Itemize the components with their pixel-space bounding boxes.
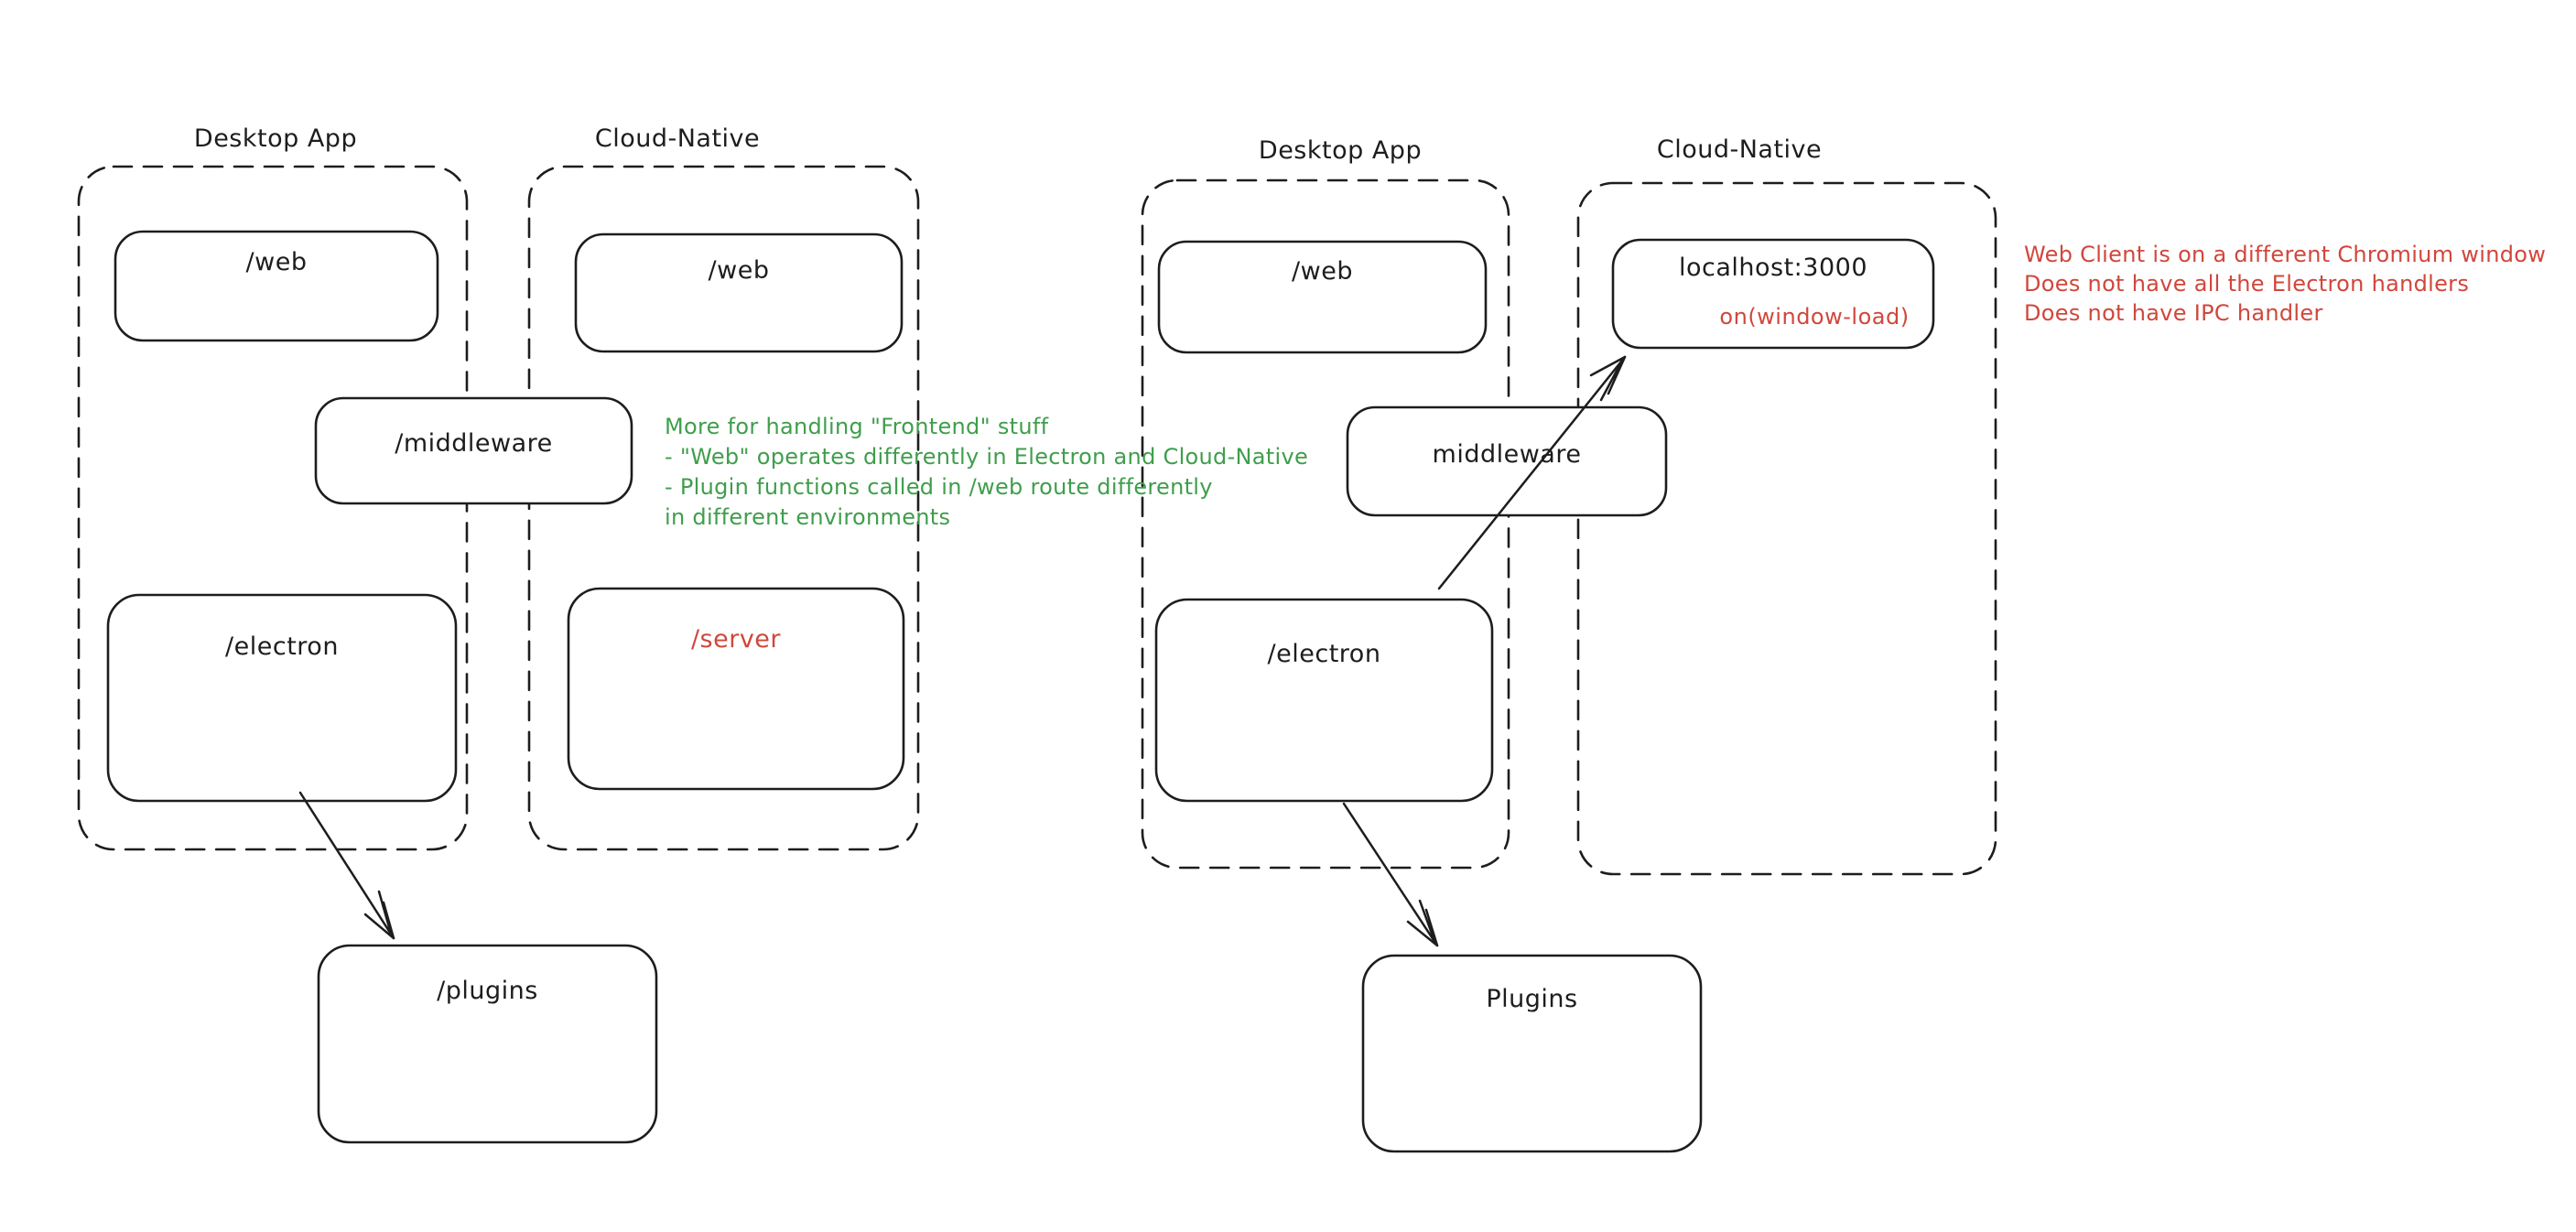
left-electron-box (106, 593, 458, 803)
right-desktop-web-box (1157, 240, 1488, 354)
red-note-line-2: Does not have all the Electron handlers (2024, 271, 2470, 297)
right-localhost-box (1611, 238, 1935, 350)
right-electron-box (1154, 598, 1494, 803)
green-note-line-4: in different environments (665, 504, 951, 530)
right-desktop-title: Desktop App (1258, 136, 1423, 165)
right-middleware-label: middleware (1432, 440, 1582, 469)
left-cloud-web-label: /web (708, 256, 770, 285)
right-electron-label: /electron (1267, 640, 1381, 668)
green-note-line-1: More for handling "Frontend" stuff (665, 414, 1049, 439)
left-middleware-box (314, 396, 633, 505)
right-localhost-label: localhost:3000 (1678, 254, 1867, 282)
green-note: More for handling "Frontend" stuff - "We… (665, 412, 1388, 533)
arrow-electron-to-plugins-right (1342, 802, 1439, 947)
left-plugins-label: /plugins (437, 977, 538, 1005)
right-plugins-box (1361, 954, 1703, 1153)
right-cloud-container (1576, 181, 1997, 876)
right-middleware-box (1346, 405, 1668, 517)
left-desktop-web-box (114, 230, 439, 342)
left-server-box (567, 587, 905, 791)
left-server-label: /server (690, 625, 782, 654)
right-window-load-label: on(window-load) (1719, 304, 1910, 330)
left-plugins-box (317, 944, 658, 1144)
left-cloud-title: Cloud-Native (594, 124, 761, 153)
arrow-electron-to-localhost (1437, 355, 1627, 590)
left-desktop-web-label: /web (245, 248, 308, 276)
arrow-electron-to-plugins-left (298, 791, 395, 940)
red-note-line-1: Web Client is on a different Chromium wi… (2024, 242, 2547, 267)
red-note: Web Client is on a different Chromium wi… (2024, 240, 2573, 328)
green-note-line-3: - Plugin functions called in /web route … (665, 474, 1213, 500)
left-electron-label: /electron (225, 632, 339, 661)
green-note-line-2: - "Web" operates differently in Electron… (665, 444, 1309, 470)
left-middleware-label: /middleware (395, 429, 553, 458)
left-desktop-container (77, 165, 469, 851)
left-cloud-web-box (574, 232, 904, 353)
left-desktop-title: Desktop App (193, 124, 358, 153)
right-plugins-label: Plugins (1486, 985, 1578, 1013)
right-desktop-web-label: /web (1292, 257, 1353, 286)
right-cloud-title: Cloud-Native (1656, 135, 1823, 164)
left-cloud-container (527, 165, 920, 851)
red-note-line-3: Does not have IPC handler (2024, 300, 2323, 326)
